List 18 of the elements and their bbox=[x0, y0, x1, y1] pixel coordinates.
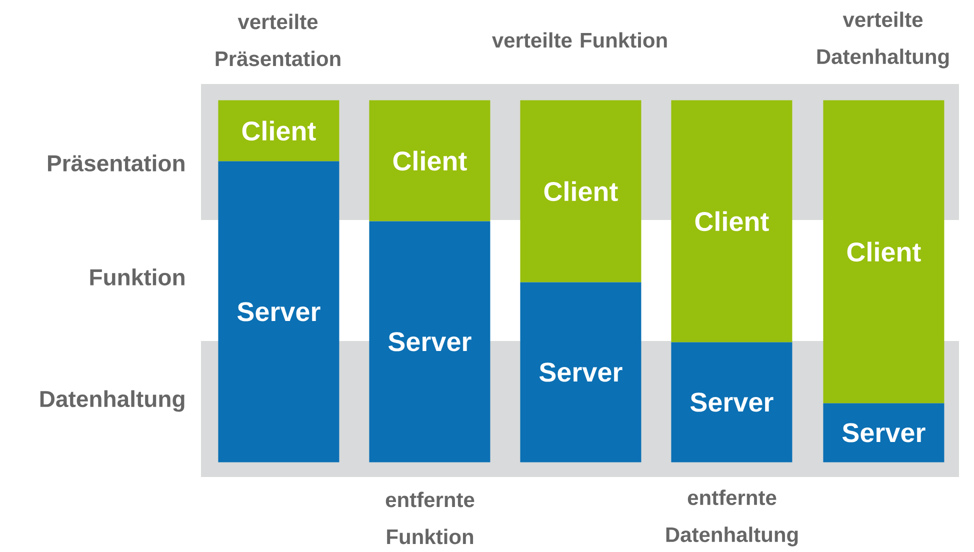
server-box: Server bbox=[671, 342, 792, 462]
column-label: verteilte Funktion bbox=[492, 32, 667, 48]
server-box: Server bbox=[218, 161, 340, 462]
server-box: Server bbox=[369, 221, 490, 462]
client-box: Client bbox=[218, 100, 340, 162]
column-label: verteilte Präsentation bbox=[216, 14, 340, 66]
column-label: verteilte Datenhaltung bbox=[817, 12, 949, 68]
row-label: Datenhaltung bbox=[40, 390, 184, 412]
client-box: Client bbox=[369, 100, 490, 222]
client-box: Client bbox=[671, 100, 792, 342]
client-box: Client bbox=[520, 100, 642, 282]
column-label: entfernte Datenhaltung bbox=[666, 490, 798, 546]
row-label: Präsentation bbox=[48, 154, 184, 172]
server-box: Server bbox=[823, 403, 944, 462]
column-label: entfernte Funktion bbox=[386, 492, 474, 544]
row-label: Funktion bbox=[90, 268, 184, 286]
server-box: Server bbox=[520, 282, 642, 462]
client-box: Client bbox=[823, 100, 944, 404]
